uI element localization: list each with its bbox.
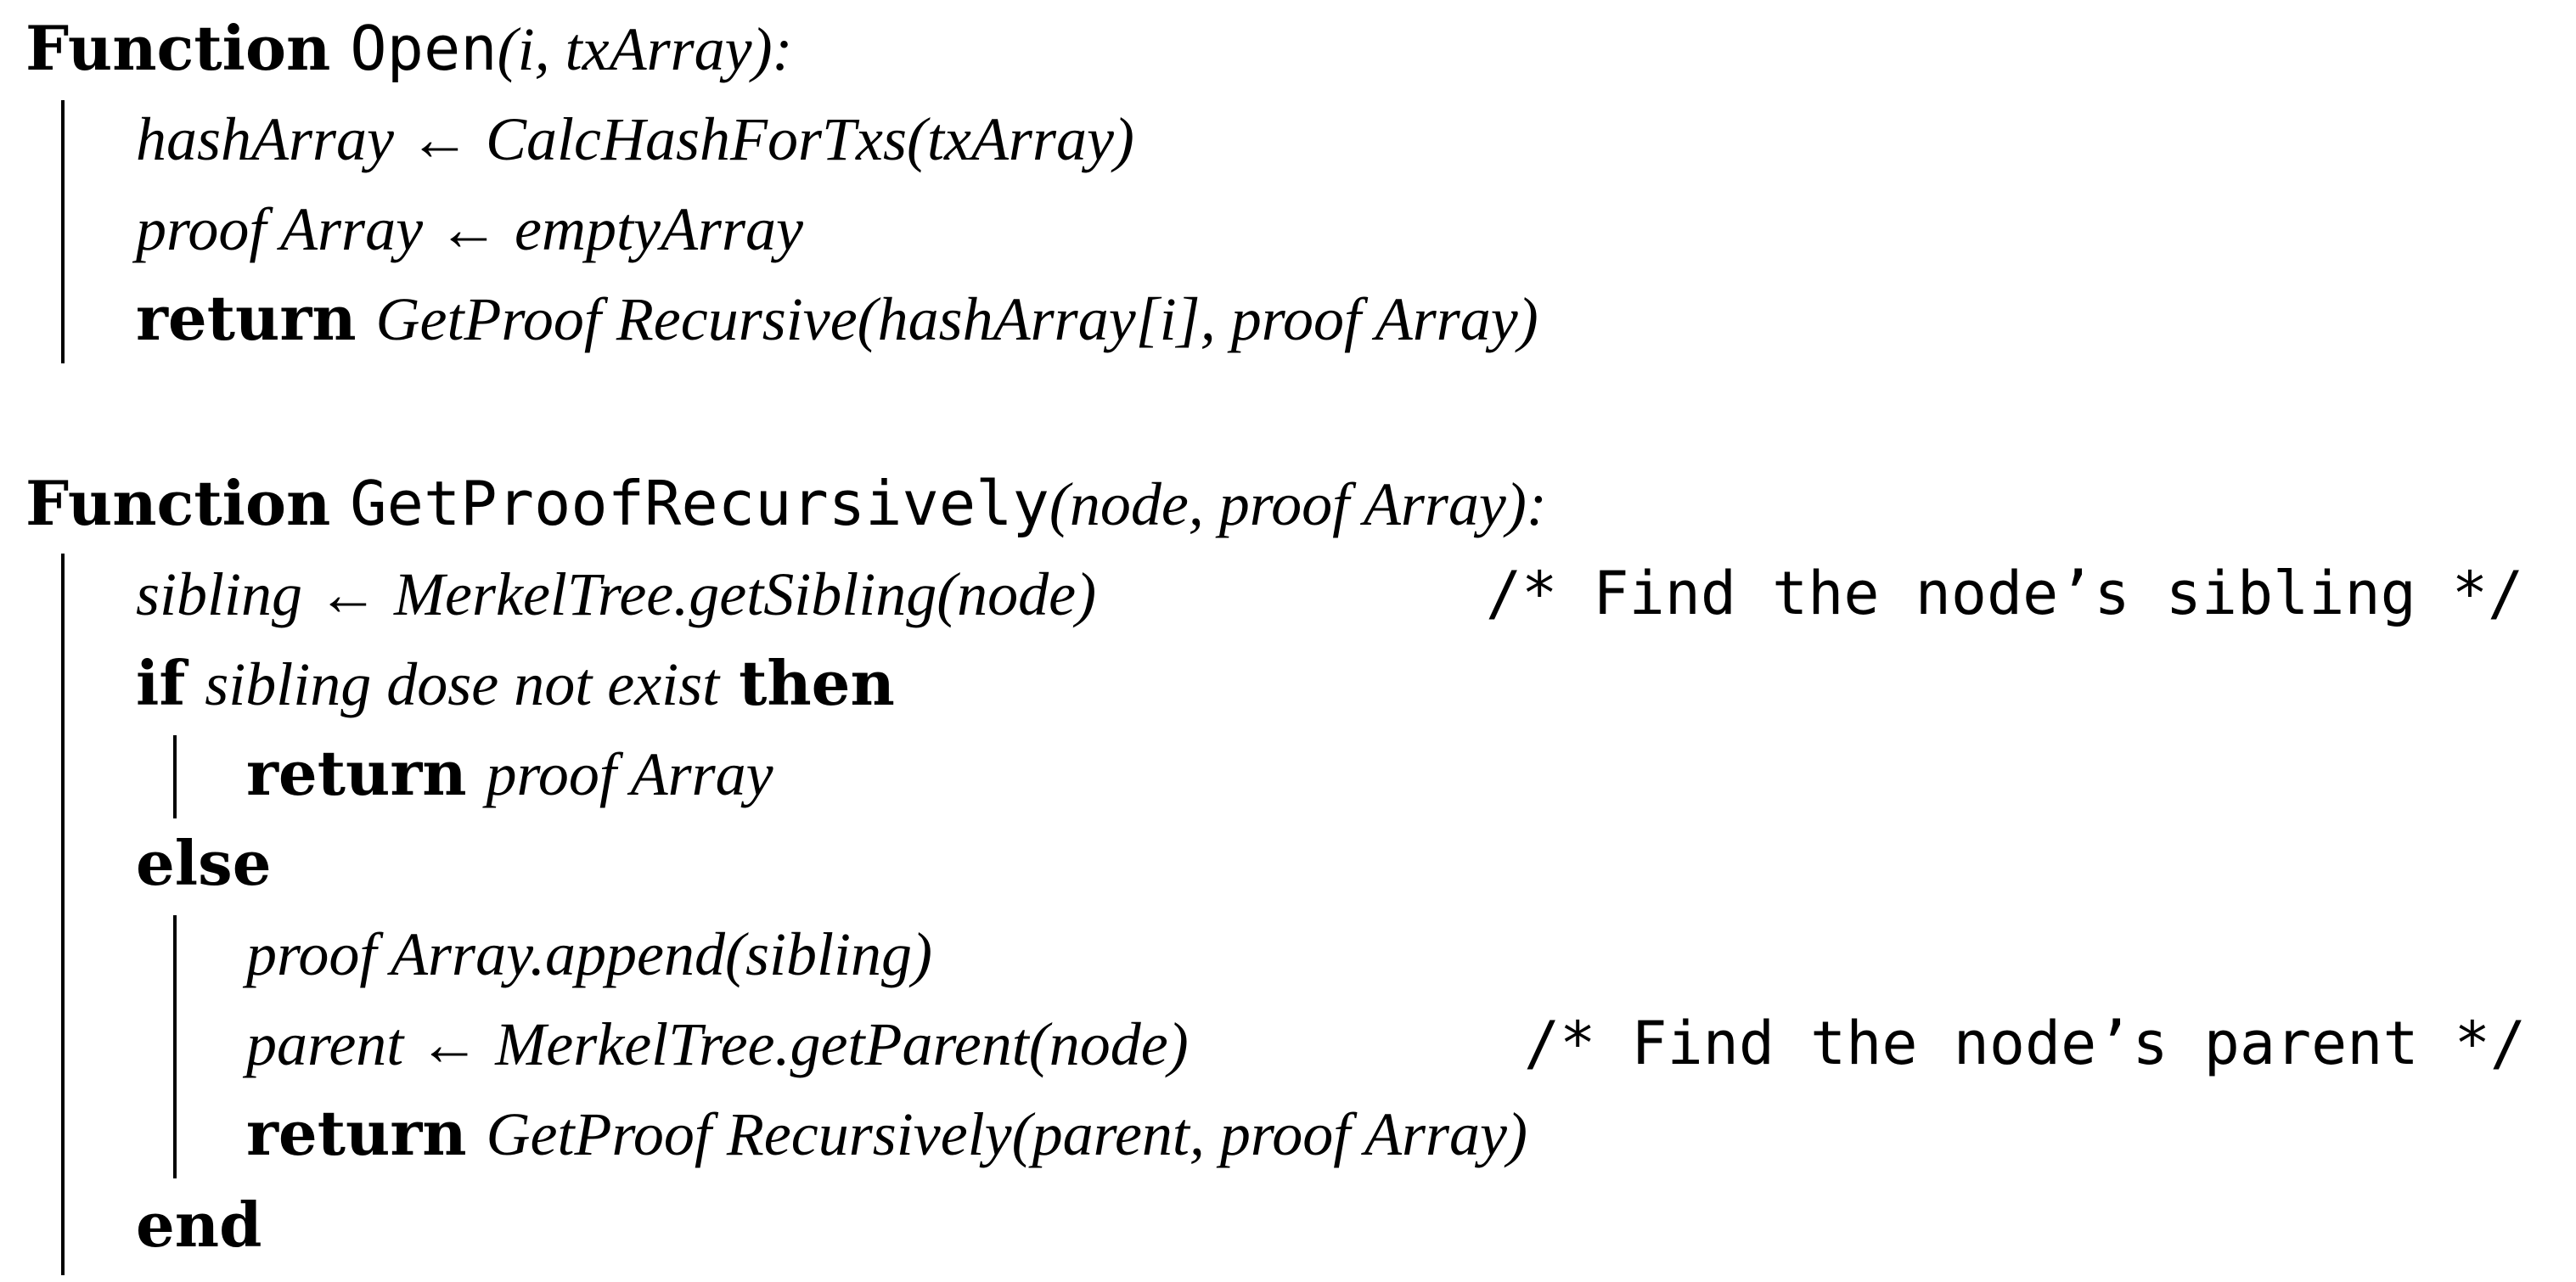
else-block-bar <box>173 915 177 1178</box>
if-condition: sibling dose not exist <box>205 650 720 718</box>
open-block-bar <box>61 100 65 363</box>
stmt-text: proof Array.append(sibling) <box>246 920 932 988</box>
rec-line-else-return: return GetProof Recursively(parent, proo… <box>246 1088 1527 1178</box>
stmt-text: proof Array <box>486 740 773 808</box>
function-params: (i, txArray): <box>497 15 793 83</box>
end-keyword: end <box>136 1189 262 1261</box>
stmt-text: hashArray ← CalcHashForTxs(txArray) <box>136 105 1134 173</box>
rec-line-end: end <box>136 1180 262 1270</box>
comment-parent: /* Find the node’s parent */ <box>1524 1009 2527 1078</box>
stmt-text: GetProof Recursive(hashArray[i], proof A… <box>375 285 1538 353</box>
function-keyword: Function <box>25 12 331 84</box>
open-function-header: Function Open(i, txArray): <box>25 3 793 93</box>
open-line-return: return GetProof Recursive(hashArray[i], … <box>136 273 1538 363</box>
function-name-open: Open <box>350 13 498 84</box>
stmt-text: proof Array ← emptyArray <box>136 195 803 263</box>
function-params: (node, proof Array): <box>1049 470 1547 538</box>
then-keyword: then <box>739 647 895 719</box>
return-keyword: return <box>136 282 357 354</box>
return-keyword: return <box>246 737 467 809</box>
return-keyword: return <box>246 1097 467 1169</box>
stmt-text: GetProof Recursively(parent, proof Array… <box>486 1100 1527 1168</box>
function-keyword: Function <box>25 467 331 539</box>
function-name-recursive: GetProofRecursively <box>350 468 1049 539</box>
stmt-text: sibling ← MerkelTree.getSibling(node) <box>136 560 1097 628</box>
rec-line-else: else <box>136 818 272 908</box>
if-keyword: if <box>136 647 186 719</box>
rec-line-then-return: return proof Array <box>246 728 773 818</box>
recursive-block-bar <box>61 554 65 1275</box>
rec-line-if: if sibling dose not exist then <box>136 638 895 728</box>
open-line-proof-array: proof Array ← emptyArray <box>136 183 803 273</box>
recursive-function-header: Function GetProofRecursively(node, proof… <box>25 458 1547 548</box>
rec-line-append: proof Array.append(sibling) <box>246 908 932 998</box>
comment-sibling: /* Find the node’s sibling */ <box>1486 559 2524 628</box>
rec-line-sibling: sibling ← MerkelTree.getSibling(node) /*… <box>136 548 2576 638</box>
then-block-bar <box>173 735 177 818</box>
stmt-text: parent ← MerkelTree.getParent(node) <box>246 1010 1189 1078</box>
else-keyword: else <box>136 827 272 899</box>
open-line-hash-array: hashArray ← CalcHashForTxs(txArray) <box>136 93 1134 183</box>
rec-line-parent: parent ← MerkelTree.getParent(node) /* F… <box>246 998 2576 1088</box>
